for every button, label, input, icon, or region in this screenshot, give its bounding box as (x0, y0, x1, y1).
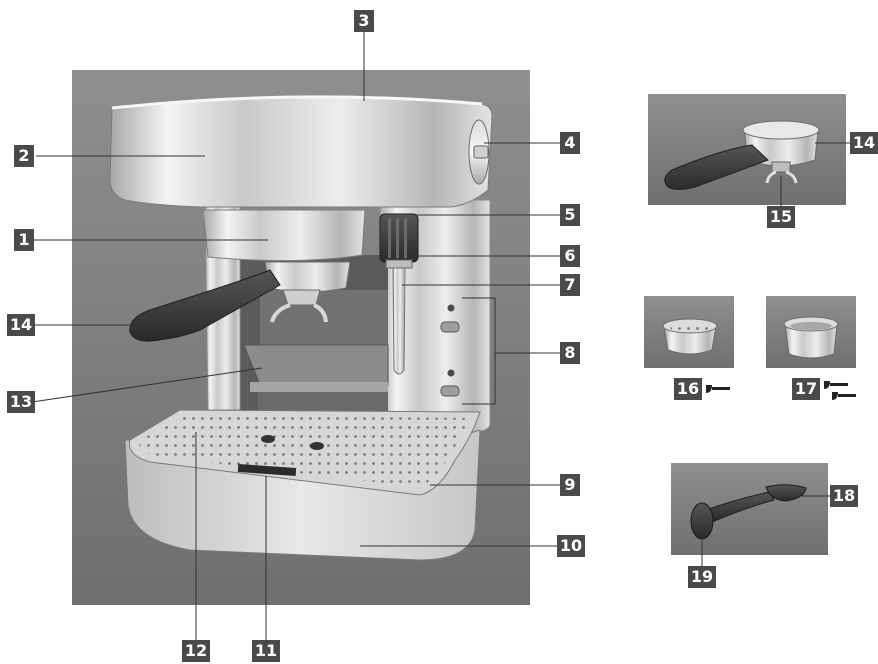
water-tank-lid (109, 96, 493, 208)
drip-grid-dots (139, 416, 470, 487)
callout-13: 13 (7, 391, 35, 413)
holder-spout-left (765, 170, 777, 184)
leader-lines (31, 32, 560, 640)
spout-left (270, 303, 291, 323)
tamper-head (690, 502, 714, 540)
callout-5: 5 (560, 204, 580, 226)
brew-group (202, 209, 366, 262)
callout-16: 16 (674, 378, 702, 400)
single-filter-cup (663, 325, 717, 355)
knob-ridge-2 (396, 218, 399, 258)
holder-rim (742, 120, 820, 140)
indicator-light-2 (447, 369, 455, 377)
platform-lip (250, 382, 388, 392)
switch-1 (440, 321, 460, 333)
single-scoop-icon (706, 385, 730, 393)
callout-19: 19 (688, 566, 716, 588)
knob-ridge-1 (388, 218, 391, 258)
portafilter-handle (129, 269, 281, 342)
double-scoop-icon-1 (824, 381, 848, 389)
portafilter-head (264, 261, 351, 293)
callout-17: 17 (792, 378, 820, 400)
tank-top-edge (111, 95, 483, 110)
lower-recess (258, 392, 388, 412)
callout-14-main: 14 (7, 314, 35, 336)
callout-14-detail: 14 (850, 132, 878, 154)
callout-15: 15 (767, 206, 795, 228)
callout-18: 18 (830, 485, 858, 507)
double-scoop-icon-2 (832, 392, 856, 400)
tamper-leaders (701, 495, 830, 566)
detail-leaders (780, 142, 852, 206)
holder-spout-right (785, 170, 798, 184)
tamper-detail (671, 463, 828, 555)
knob-collar (385, 259, 413, 269)
knob-pointer (473, 145, 489, 159)
callout-4: 4 (560, 132, 580, 154)
grid-slot (237, 463, 297, 477)
holder-handle (664, 144, 769, 190)
grid-mark-2 (310, 442, 324, 450)
callout-11: 11 (252, 640, 280, 662)
single-filter-mesh (670, 324, 710, 332)
callout-12: 12 (182, 640, 210, 662)
callout-8: 8 (560, 342, 580, 364)
callout-9: 9 (560, 474, 580, 496)
tamper-shaft (705, 491, 775, 523)
knob-ridge-3 (404, 218, 407, 258)
cup-platform (243, 344, 389, 386)
callout-6: 6 (560, 245, 580, 267)
holder-spout (771, 161, 791, 173)
callout-1: 1 (14, 229, 34, 251)
steam-wand (392, 267, 406, 375)
double-filter-inner (790, 322, 832, 330)
callout-3: 3 (354, 10, 374, 32)
double-filter-cup (784, 323, 838, 359)
spoon-scoop (765, 484, 807, 502)
callout-7: 7 (560, 274, 580, 296)
callout-10: 10 (557, 535, 585, 557)
indicator-light-1 (447, 304, 455, 312)
double-filter-detail (766, 296, 856, 400)
spout-right (313, 303, 328, 323)
machine-illustration (72, 70, 530, 605)
grid-mark-1 (261, 435, 275, 443)
switch-2 (440, 385, 460, 397)
single-filter-detail (644, 296, 734, 393)
callout-2: 2 (14, 145, 34, 167)
portafilter-spout (282, 289, 321, 306)
filter-holder-detail (648, 94, 846, 205)
